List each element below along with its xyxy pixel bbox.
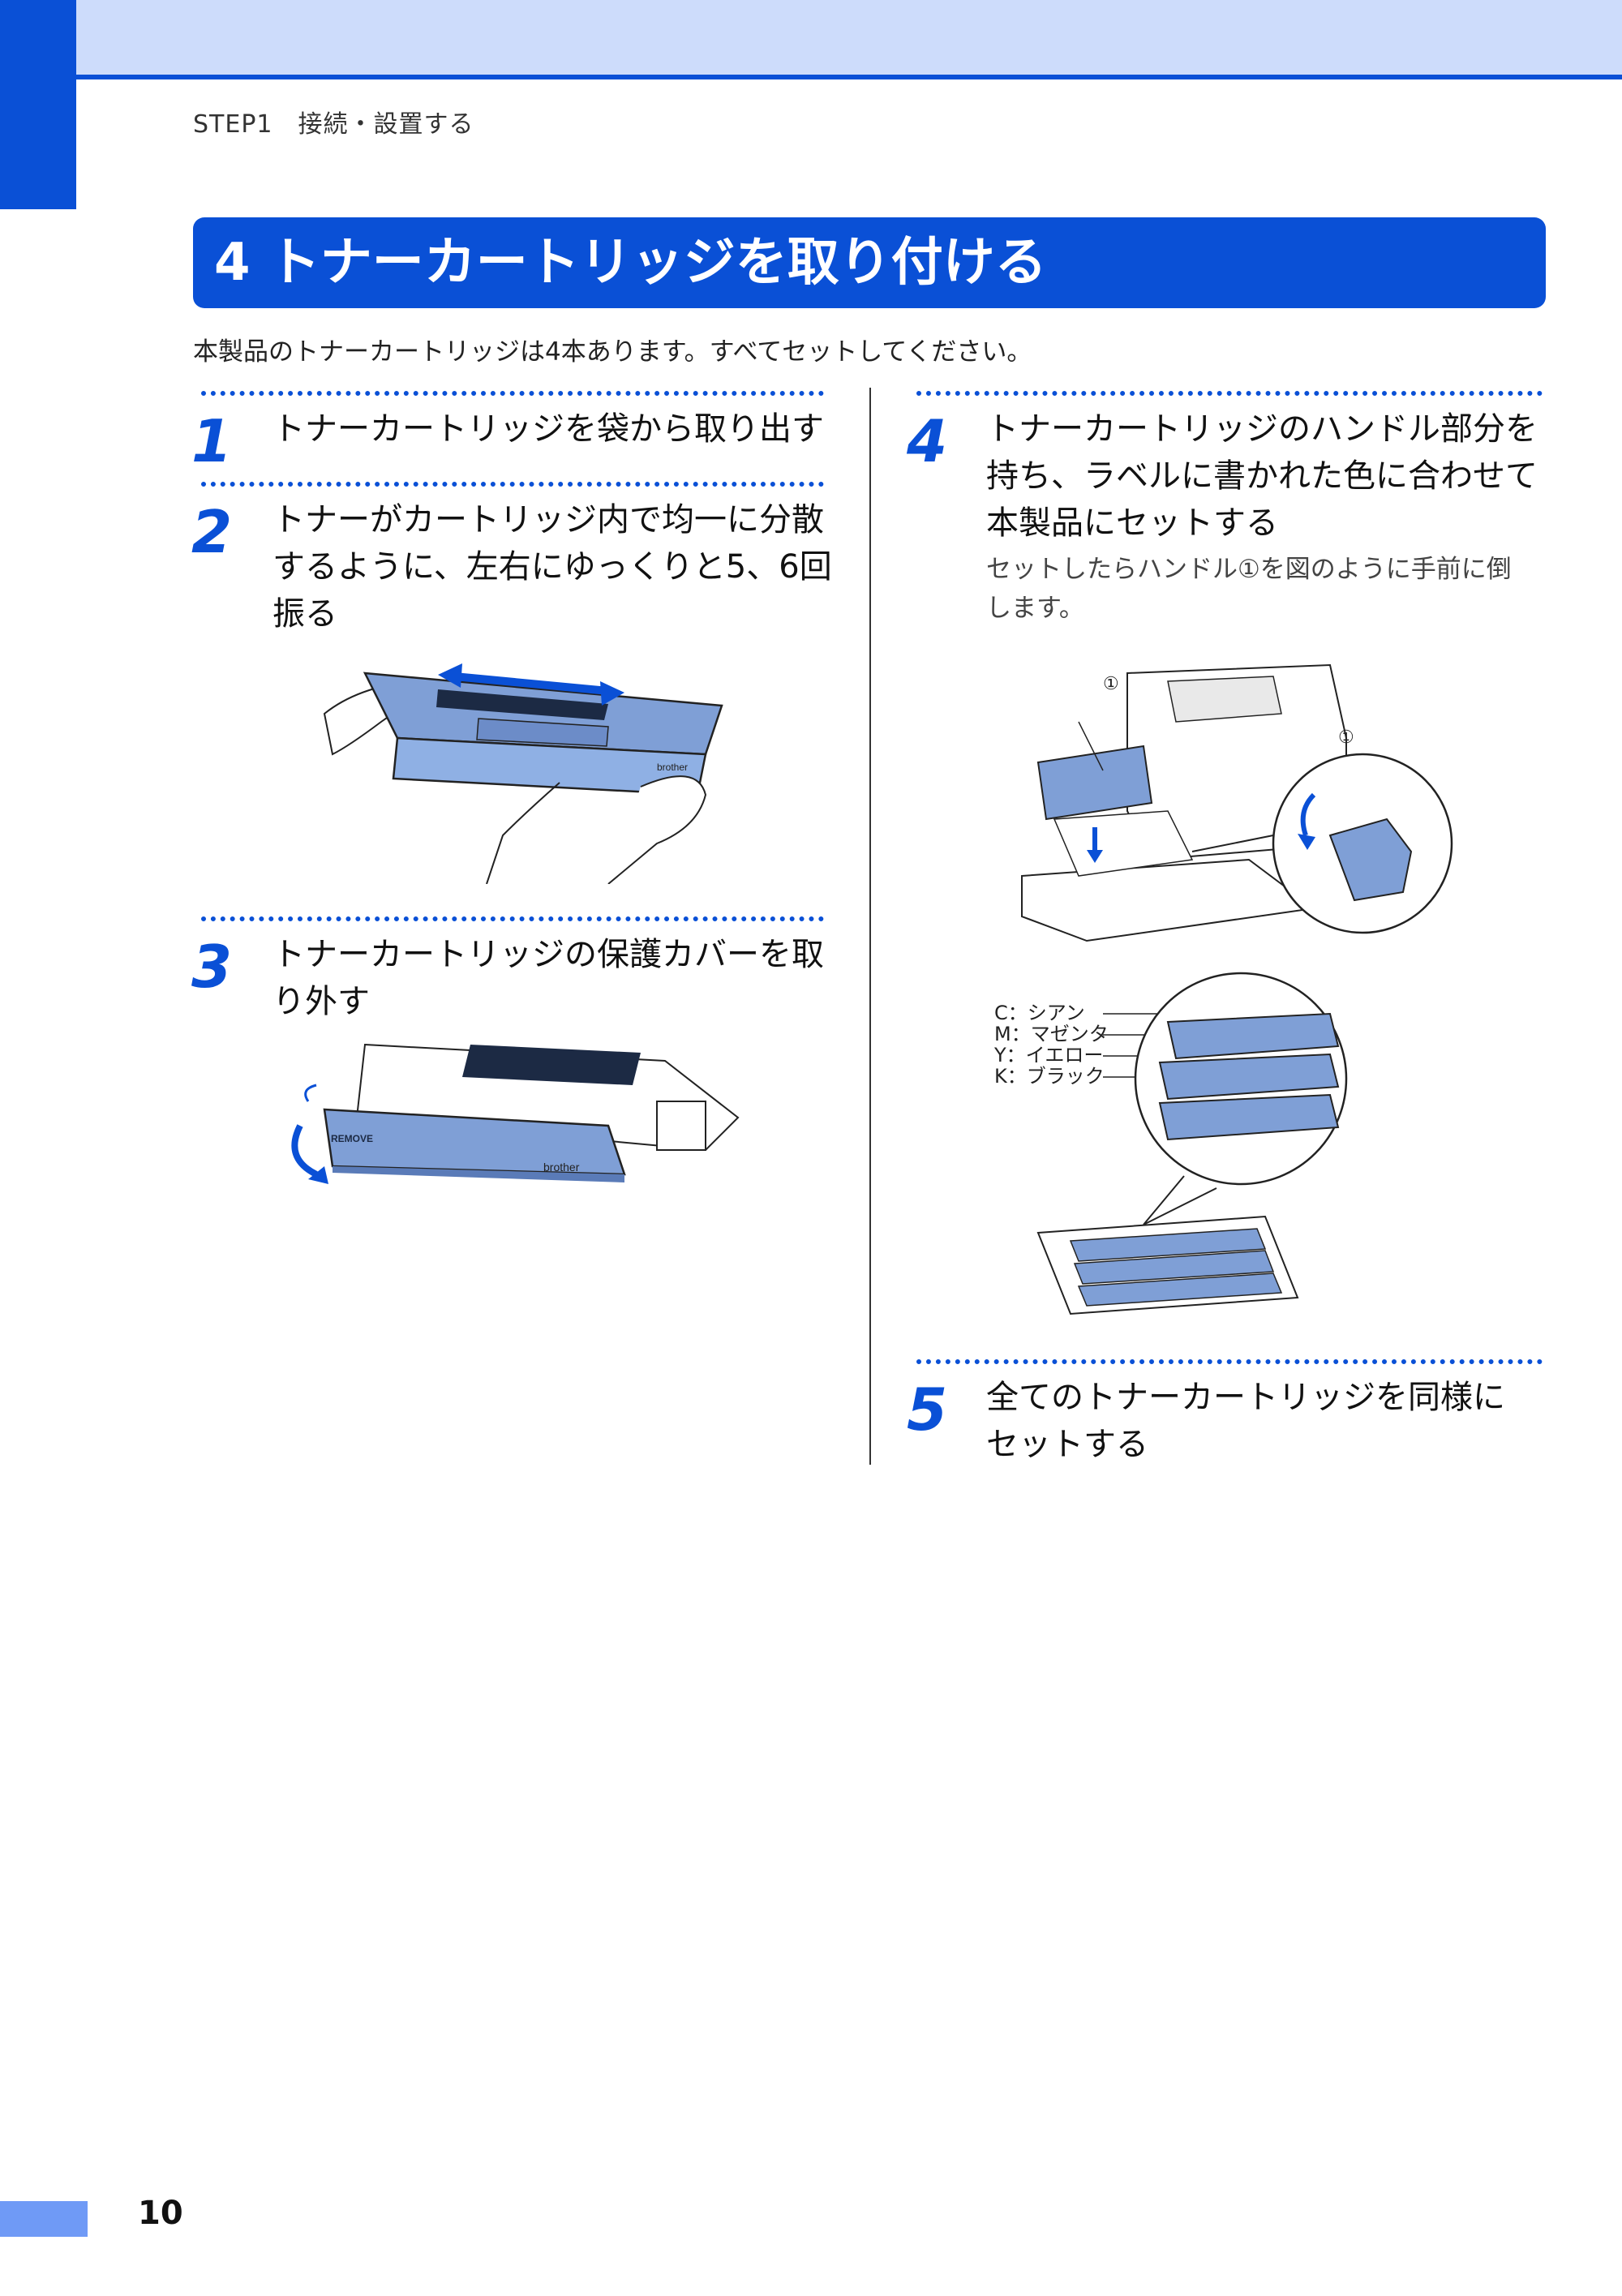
cover-brand-label: brother — [543, 1161, 580, 1174]
step-text-line: トナーカートリッジを袋から取り出す — [272, 410, 824, 448]
step-text-line: トナーがカートリッジ内で均一に分散 — [272, 501, 824, 539]
header-rule — [76, 75, 1622, 79]
step-number: 3 — [191, 933, 233, 1001]
running-header: STEP1 接続・設置する — [193, 110, 474, 139]
printer-install-illustration: ① ① — [1021, 663, 1453, 942]
page-number: 10 — [138, 2195, 183, 2232]
step-5-text: 全てのトナーカートリッジを同様に セットする — [986, 1374, 1546, 1468]
step-text-line: 本製品にセットする — [986, 504, 1278, 542]
step-number: 5 — [907, 1375, 948, 1444]
color-label-black: K：ブラック — [994, 1065, 1105, 1088]
step-1-text: トナーカートリッジを袋から取り出す — [272, 406, 856, 453]
step-separator — [201, 391, 824, 396]
step-text-line: セットする — [986, 1426, 1148, 1463]
cartridge-brand-label: brother — [657, 762, 688, 773]
step-text-line: 全てのトナーカートリッジを同様に — [986, 1379, 1505, 1416]
step-text-line: り外す — [272, 983, 370, 1020]
note-line: セットしたらハンドル①を図のように手前に倒 — [986, 555, 1512, 584]
step-text-line: トナーカートリッジのハンドル部分を — [986, 410, 1538, 448]
step-text-line: 持ち、ラベルに書かれた色に合わせて — [986, 457, 1538, 495]
chapter-tab — [0, 0, 76, 209]
step-4-note: セットしたらハンドル①を図のように手前に倒 します。 — [986, 550, 1546, 628]
color-label-magenta: M：マゼンタ — [994, 1023, 1109, 1045]
color-label-cyan: C：シアン — [994, 1002, 1085, 1024]
section-title: 4 トナーカートリッジを取り付ける — [214, 233, 1047, 293]
step-text-line: トナーカートリッジの保護カバーを取 — [272, 936, 824, 973]
handle-marker-label: ① — [1103, 673, 1119, 693]
step-separator — [916, 1359, 1543, 1364]
step-number: 4 — [907, 407, 948, 475]
footer-tab — [0, 2201, 88, 2237]
header-band — [0, 0, 1622, 75]
step-separator — [201, 482, 824, 487]
step-4-text: トナーカートリッジのハンドル部分を 持ち、ラベルに書かれた色に合わせて 本製品に… — [986, 406, 1546, 547]
handle-marker-label: ① — [1338, 727, 1354, 747]
column-divider — [869, 388, 871, 1465]
step-separator — [201, 916, 824, 921]
step-number: 2 — [191, 498, 233, 566]
step-2-text: トナーがカートリッジ内で均一に分散 するように、左右にゆっくりと5、6回 振る — [272, 496, 856, 637]
step-number: 1 — [191, 407, 233, 475]
drum-slots-illustration — [1036, 972, 1348, 1315]
shake-cartridge-illustration: brother — [323, 663, 723, 884]
step-separator — [916, 391, 1543, 396]
color-legend: C：シアン M：マゼンタ Y：イエロー K：ブラック — [994, 1002, 1109, 1087]
section-intro: 本製品のトナーカートリッジは4本あります。すべてセットしてください。 — [193, 337, 1032, 367]
cover-tag-label: REMOVE — [331, 1133, 373, 1144]
section-title-bar — [193, 217, 1546, 308]
step-text-line: するように、左右にゆっくりと5、6回 — [272, 548, 832, 586]
color-label-yellow: Y：イエロー — [994, 1044, 1104, 1066]
step-3-text: トナーカートリッジの保護カバーを取 り外す — [272, 931, 856, 1025]
step-text-line: 振る — [272, 595, 337, 633]
remove-cover-illustration: REMOVE brother — [291, 1043, 740, 1184]
note-line: します。 — [986, 594, 1084, 623]
